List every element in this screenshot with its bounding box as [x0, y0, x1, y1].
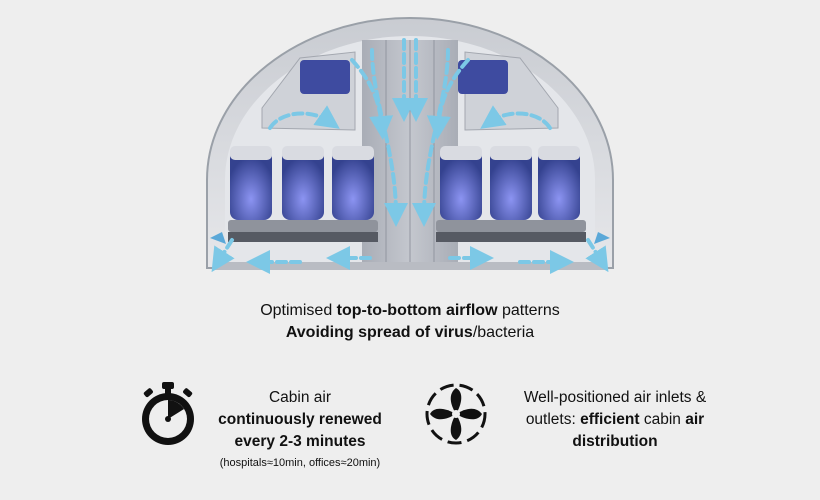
seat: [332, 150, 374, 220]
seat: [230, 150, 272, 220]
comparison-note: (hospitals≈10min, offices≈20min): [219, 457, 381, 469]
airflow-arrow: [585, 238, 609, 273]
airflow-arrows: [211, 38, 609, 274]
airflow-arrow: [211, 238, 235, 273]
seat-row-right: [436, 146, 586, 242]
outlet-arrow-right: [594, 232, 610, 244]
monitor-left: [300, 60, 350, 94]
feature-air-distribution: Well-positioned air inlets & outlets: ef…: [523, 389, 707, 450]
stopwatch-icon: [142, 382, 194, 445]
fan-icon: [425, 383, 487, 445]
airflow-arrow: [268, 105, 340, 130]
seat-row-left: [228, 146, 378, 242]
seat: [538, 150, 580, 220]
cabin-cross-section: [206, 16, 614, 274]
cabin-floor: [214, 262, 606, 270]
monitor-right: [458, 60, 508, 94]
feature-air-renewal: Cabin air continuously renewed every 2-3…: [200, 387, 400, 471]
seat: [440, 150, 482, 220]
seat: [490, 150, 532, 220]
caption-line-1: Optimised top-to-bottom airflow patterns: [260, 302, 560, 319]
airflow-arrow: [480, 105, 552, 130]
caption-line-2: Avoiding spread of virus/bacteria: [285, 324, 535, 341]
outlet-arrow-left: [210, 232, 226, 244]
airflow-arrow: [350, 58, 394, 140]
seat: [282, 150, 324, 220]
airflow-arrow: [426, 58, 470, 140]
